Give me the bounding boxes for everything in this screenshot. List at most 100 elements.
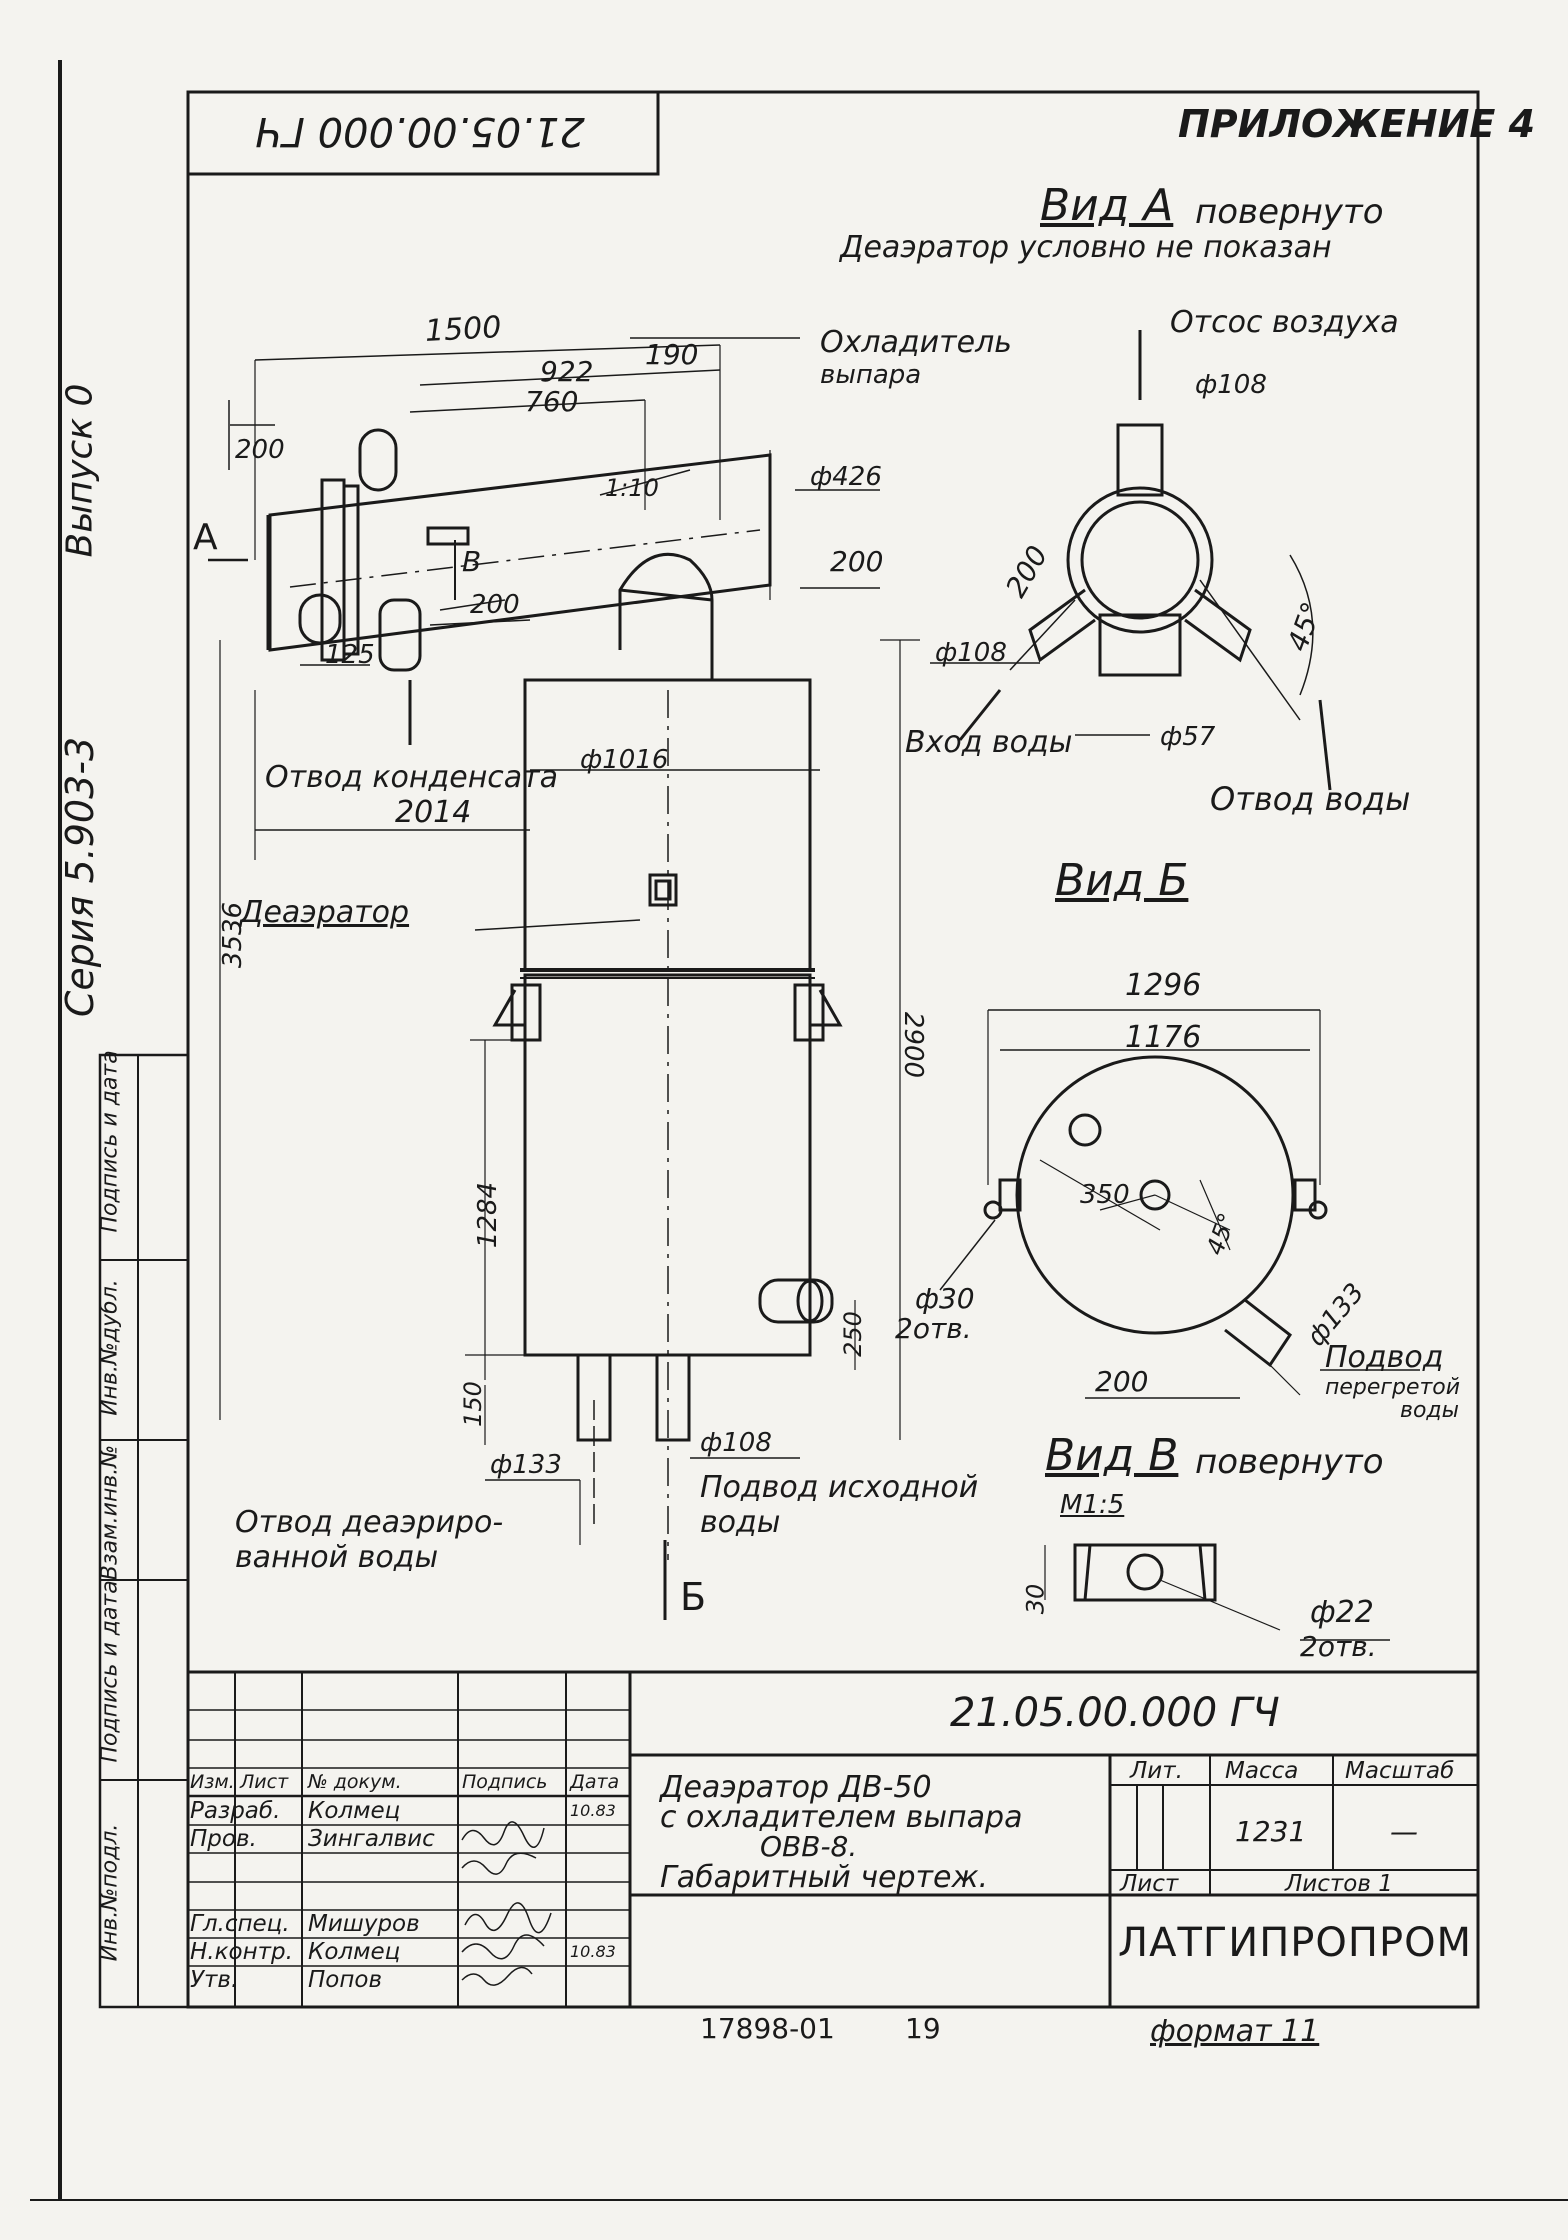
dim-1176: 1176 <box>1125 1020 1202 1055</box>
cooler-drawing <box>266 428 772 680</box>
row-role: Разраб. <box>190 1798 281 1824</box>
margin-col3: Взам.инв.№ <box>97 1444 123 1581</box>
condensate-label: Отвод конденсата <box>265 760 559 795</box>
steam-diameter: ф108 <box>935 638 1007 668</box>
organization: ЛАТГИПРОПРОМ <box>1118 1920 1473 1966</box>
dim-2014: 2014 <box>395 795 472 830</box>
dim-250: 250 <box>838 1311 867 1357</box>
view-v-dim-30: 30 <box>1021 1583 1050 1615</box>
rotated-code: 21.05.00.000 ГЧ <box>255 108 585 154</box>
dim-200-bottom: 200 <box>470 590 520 620</box>
product-name-4: Габаритный чертеж. <box>660 1860 989 1895</box>
row-name: Колмец <box>308 1798 401 1824</box>
scale-label: Масштаб <box>1345 1758 1455 1784</box>
product-name-1: Деаэратор ДВ-50 <box>660 1770 932 1805</box>
air-diameter: ф108 <box>1195 370 1267 400</box>
hdr-date: Дата <box>570 1771 620 1793</box>
view-v-rotated: повернуто <box>1195 1442 1384 1482</box>
row-role: Утв. <box>190 1967 239 1993</box>
signatures <box>461 1821 552 1986</box>
water-out-label: Отвод воды <box>1210 780 1411 818</box>
outlet-diameter: ф133 <box>490 1450 562 1480</box>
dim-1500: 1500 <box>424 310 503 349</box>
dim-2900: 2900 <box>898 1011 929 1079</box>
supply-label-2: перегретой <box>1325 1375 1461 1400</box>
cooler-label-1: Охладитель <box>820 325 1012 360</box>
out-water-1: Отвод деаэриро- <box>235 1505 504 1540</box>
dim-125: 125 <box>325 640 375 670</box>
mass-label: Масса <box>1225 1758 1299 1784</box>
mass-value: 1231 <box>1235 1815 1307 1848</box>
deaerator-body <box>492 678 843 1560</box>
view-a-top <box>930 330 1332 791</box>
lit-label: Лит. <box>1130 1758 1183 1784</box>
view-v-plan <box>1044 1543 1390 1641</box>
view-v-hole-diameter: ф22 <box>1310 1595 1374 1630</box>
dim-200-right: 200 <box>830 545 884 578</box>
view-a-title: Вид А <box>1040 180 1174 231</box>
sheet-frame <box>186 90 1480 2009</box>
marker-b: В <box>462 545 482 578</box>
margin-col1: Инв.№подл. <box>97 1823 123 1962</box>
row-role: Н.контр. <box>190 1939 293 1965</box>
hdr-list: Лист <box>240 1771 289 1793</box>
margin-col5: Подпись и дата <box>97 1050 123 1233</box>
dim-150: 150 <box>458 1381 487 1427</box>
supply-label-1: Подвод <box>1325 1340 1444 1375</box>
row-role: Гл.спец. <box>190 1911 290 1937</box>
raw-water-2: воды <box>700 1505 781 1540</box>
water-in-label: Вход воды <box>905 725 1073 760</box>
dim-350: 350 <box>1080 1180 1130 1210</box>
deaerator-label: Деаэратор <box>240 895 410 930</box>
footer-page: 19 <box>905 2012 941 2045</box>
hole-count: 2отв. <box>895 1312 972 1345</box>
hdr-sign: Подпись <box>462 1771 548 1793</box>
dim-1284: 1284 <box>473 1181 504 1249</box>
footer-format: формат 11 <box>1150 2014 1320 2049</box>
hdr-doc: № докум. <box>308 1771 402 1793</box>
margin-col2: Подпись и дата <box>97 1580 123 1763</box>
appendix-label: ПРИЛОЖЕНИЕ 4 <box>1178 102 1536 146</box>
rotated-code-box <box>186 90 660 176</box>
row-name: Попов <box>308 1967 383 1993</box>
sheets-label: Листов 1 <box>1285 1871 1393 1897</box>
raw-water-1: Подвод исходной <box>700 1470 979 1505</box>
dim-922: 922 <box>540 355 594 388</box>
view-v-title: Вид В <box>1045 1430 1179 1481</box>
dim-190: 190 <box>645 338 699 371</box>
sheet-label: Лист <box>1120 1871 1179 1897</box>
product-name-2: с охладителем выпара <box>660 1800 1023 1835</box>
out-water-2: ванной воды <box>235 1540 439 1575</box>
product-name-3: ОВВ-8. <box>760 1830 858 1863</box>
supply-label-3: воды <box>1400 1398 1460 1423</box>
row-role: Пров. <box>190 1826 257 1852</box>
row-name: Колмец <box>308 1939 401 1965</box>
hdr-izm: Изм. <box>190 1771 235 1793</box>
inlet-diameter: ф108 <box>700 1428 772 1458</box>
title-block-lines <box>188 1670 1478 2007</box>
dim-200-left: 200 <box>235 435 285 465</box>
row-date: 10.83 <box>570 1801 616 1820</box>
row-name: Зингалвис <box>308 1826 435 1852</box>
view-b-plan <box>939 1009 1420 1399</box>
dim-1296: 1296 <box>1125 968 1202 1003</box>
doc-code: 21.05.00.000 ГЧ <box>950 1690 1280 1736</box>
view-b-title: Вид Б <box>1055 855 1189 906</box>
footer-number: 17898-01 <box>700 2012 835 2045</box>
margin-series: Серия 5.903-3 <box>58 736 102 1018</box>
margin-issue: Выпуск 0 <box>59 383 101 558</box>
scale-value: — <box>1390 1815 1418 1848</box>
marker-a: А <box>193 517 218 558</box>
margin-col4: Инв.№дубл. <box>97 1279 123 1416</box>
cooler-diameter: ф426 <box>810 462 882 492</box>
water-diameter: ф57 <box>1160 722 1216 752</box>
row-name: Мишуров <box>308 1911 420 1937</box>
view-v-scale: М1:5 <box>1060 1490 1125 1520</box>
air-suction-label: Отсос воздуха <box>1170 305 1399 340</box>
view-a-rotated: повернуто <box>1195 192 1384 232</box>
dim-3536: 3536 <box>218 901 249 969</box>
view-v-hole-count: 2отв. <box>1300 1630 1377 1663</box>
dim-760: 760 <box>525 385 579 418</box>
view-b-dim-200: 200 <box>1095 1365 1149 1398</box>
